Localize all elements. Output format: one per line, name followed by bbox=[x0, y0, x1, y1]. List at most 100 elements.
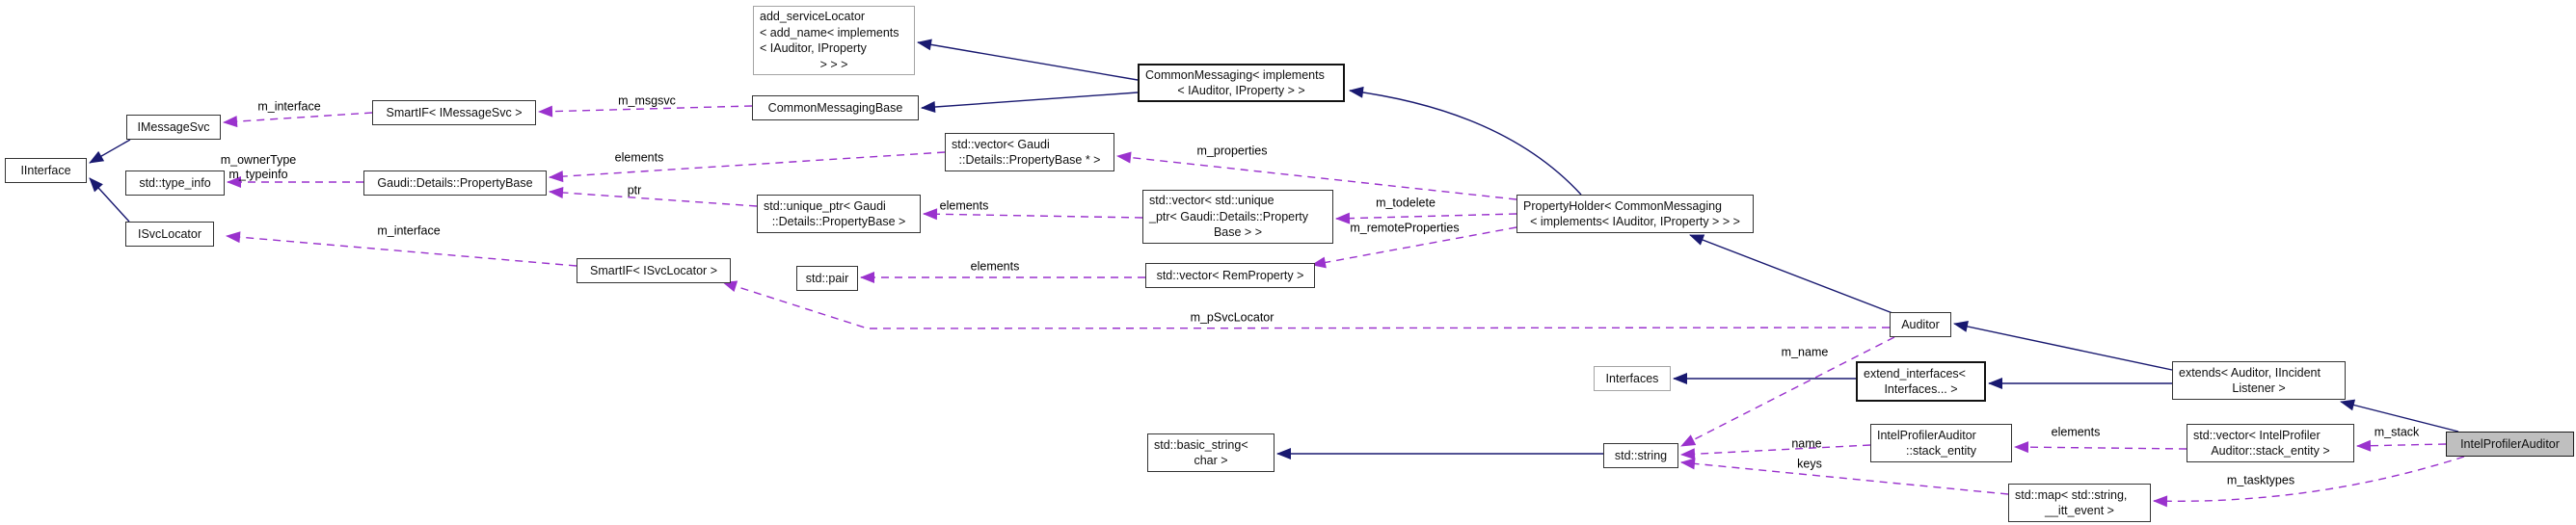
edge-label-elements-propertybase: elements bbox=[615, 151, 664, 166]
edge-usage-elements-uniqueptr bbox=[923, 208, 1143, 221]
node-std-string[interactable]: std::string bbox=[1603, 443, 1678, 468]
edge-inherit-intelprofilerauditor-to-extends bbox=[2340, 399, 2459, 433]
edge-label-line: m_msgsvc bbox=[618, 93, 676, 108]
node-label: > > > bbox=[819, 57, 848, 71]
edge-usage-m-tasktypes bbox=[2153, 456, 2465, 508]
node-isvclocator[interactable]: ISvcLocator bbox=[125, 222, 214, 247]
node-label: std::pair bbox=[805, 271, 849, 285]
node-label: ::Details::PropertyBase * > bbox=[958, 153, 1101, 167]
edge-label-line: elements bbox=[939, 198, 989, 213]
node-label: Base > > bbox=[1213, 225, 1263, 240]
edge-inherit-propertyholder-to-commonmessaging bbox=[1349, 86, 1582, 196]
node-label: SmartIF< IMessageSvc > bbox=[386, 105, 523, 119]
node-stack-entity[interactable]: IntelProfilerAuditor::stack_entity bbox=[1870, 424, 2012, 462]
edge-inherit-isvclocator-to-iinterface bbox=[89, 177, 130, 223]
edge-usage-m-msgsvc bbox=[538, 105, 753, 118]
edge-inherit-extends-to-auditor bbox=[1953, 321, 2173, 371]
node-type-info[interactable]: std::type_info bbox=[125, 171, 225, 196]
edge-label-m-psvclocator: m_pSvcLocator bbox=[1191, 311, 1275, 326]
node-imessagesvc[interactable]: IMessageSvc bbox=[126, 115, 221, 140]
node-vector-unique-ptr[interactable]: std::vector< std::unique_ptr< Gaudi::Det… bbox=[1142, 190, 1333, 244]
edge-usage-m-psvclocator bbox=[722, 280, 1891, 329]
node-extend-interfaces[interactable]: extend_interfaces<Interfaces... > bbox=[1856, 361, 1986, 402]
edge-usage-m-interface-isvclocator bbox=[226, 231, 577, 267]
node-label: IInterface bbox=[20, 163, 71, 177]
edge-label-line: keys bbox=[1797, 457, 1822, 471]
node-label: std::vector< Gaudi bbox=[952, 137, 1050, 151]
edge-label-line: elements bbox=[970, 259, 1020, 274]
node-vector-propertybase-ptr[interactable]: std::vector< Gaudi::Details::PropertyBas… bbox=[945, 133, 1114, 171]
edge-usage-m-interface-imessagesvc bbox=[223, 112, 373, 128]
node-label: Auditor bbox=[1901, 317, 1940, 331]
node-label: std::type_info bbox=[139, 175, 211, 190]
node-label: < IAuditor, IProperty bbox=[760, 41, 867, 55]
node-label: std::vector< std::unique bbox=[1149, 194, 1275, 208]
node-label: < IAuditor, IProperty > > bbox=[1177, 84, 1305, 97]
node-label: std::map< std::string, bbox=[2015, 487, 2128, 502]
edge-inherit-commonmessaging-to-addservicelocator bbox=[917, 39, 1139, 81]
node-add-servicelocator[interactable]: add_serviceLocator< add_name< implements… bbox=[753, 6, 915, 75]
node-label: ISvcLocator bbox=[137, 226, 201, 241]
node-map-itt-event[interactable]: std::map< std::string,__itt_event > bbox=[2008, 484, 2151, 522]
node-label: Interfaces bbox=[1605, 371, 1659, 385]
node-vector-remproperty[interactable]: std::vector< RemProperty > bbox=[1145, 263, 1315, 288]
node-iinterface[interactable]: IInterface bbox=[5, 158, 87, 183]
edge-label-line: m_name bbox=[1781, 345, 1829, 359]
edge-label-m-remoteproperties: m_remoteProperties bbox=[1350, 222, 1459, 236]
edge-label-elements-pair: elements bbox=[971, 260, 1020, 275]
edge-label-line: elements bbox=[2051, 425, 2101, 439]
node-label: < implements< IAuditor, IProperty > > > bbox=[1530, 215, 1740, 228]
edge-label-m-interface-top: m_interface bbox=[257, 100, 320, 115]
node-auditor[interactable]: Auditor bbox=[1890, 312, 1951, 337]
edge-usage-name bbox=[1680, 444, 1871, 460]
edge-label-m-interface-isvclocator: m_interface bbox=[377, 224, 440, 239]
node-label: Auditor::stack_entity > bbox=[2211, 444, 2330, 458]
edge-label-line: name bbox=[1791, 436, 1822, 451]
node-property-base[interactable]: Gaudi::Details::PropertyBase bbox=[363, 171, 547, 196]
node-unique-ptr-propertybase[interactable]: std::unique_ptr< Gaudi::Details::Propert… bbox=[757, 195, 921, 233]
node-std-pair[interactable]: std::pair bbox=[796, 266, 858, 291]
edge-label-line: m_tasktypes bbox=[2226, 473, 2295, 487]
edge-label-keys: keys bbox=[1797, 458, 1822, 472]
edge-label-line: elements bbox=[614, 150, 664, 165]
edge-label-line: m_stack bbox=[2374, 425, 2420, 439]
node-label: add_serviceLocator bbox=[760, 10, 866, 23]
node-label: IntelProfilerAuditor bbox=[1877, 428, 1976, 442]
edge-label-elements-stackentity: elements bbox=[2052, 426, 2101, 440]
edge-inherit-commonmessaging-to-commonmessagingbase bbox=[921, 92, 1139, 113]
node-label: ::stack_entity bbox=[1906, 444, 1976, 458]
node-label: __itt_event > bbox=[2045, 504, 2114, 517]
node-label: ::Details::PropertyBase > bbox=[771, 215, 906, 228]
edge-label-line: m_remoteProperties bbox=[1350, 221, 1460, 235]
edge-label-m-name: m_name bbox=[1782, 346, 1829, 360]
node-basic-string[interactable]: std::basic_string<char > bbox=[1147, 433, 1275, 472]
edge-usage-ptr bbox=[549, 186, 758, 207]
edge-inherit-auditor-to-propertyholder bbox=[1689, 234, 1893, 314]
node-label: PropertyHolder< CommonMessaging bbox=[1523, 198, 1722, 213]
edge-usage-keys bbox=[1680, 458, 2009, 495]
node-label: SmartIF< ISvcLocator > bbox=[590, 263, 717, 277]
node-interfaces[interactable]: Interfaces bbox=[1594, 366, 1671, 391]
node-label: IntelProfilerAuditor bbox=[2460, 436, 2560, 451]
node-property-holder[interactable]: PropertyHolder< CommonMessaging < impleme… bbox=[1516, 195, 1754, 233]
edge-label-line: m_ownerType bbox=[220, 153, 297, 167]
node-common-messaging[interactable]: CommonMessaging< implements < IAuditor, I… bbox=[1138, 64, 1345, 102]
edge-label-m-stack: m_stack bbox=[2375, 426, 2420, 440]
node-label: Gaudi::Details::PropertyBase bbox=[377, 175, 533, 190]
edge-usage-elements-propertybase bbox=[549, 151, 946, 183]
edge-label-m-properties: m_properties bbox=[1197, 144, 1268, 159]
node-label: std::basic_string< bbox=[1154, 437, 1248, 452]
node-common-messaging-base[interactable]: CommonMessagingBase bbox=[752, 95, 919, 120]
node-label: char > bbox=[1194, 454, 1228, 467]
node-label: extends< Auditor, IIncident bbox=[2179, 365, 2321, 380]
node-label: CommonMessaging< implements bbox=[1145, 67, 1325, 82]
edge-label-line: m_interface bbox=[257, 99, 321, 114]
edge-inherit-imessagesvc-to-iinterface bbox=[89, 139, 131, 164]
node-smartif-imessagesvc[interactable]: SmartIF< IMessageSvc > bbox=[372, 100, 536, 125]
edge-label-elements-uniqueptr: elements bbox=[940, 199, 989, 214]
edge-label-line: m_typeinfo bbox=[228, 168, 288, 181]
node-smartif-isvclocator[interactable]: SmartIF< ISvcLocator > bbox=[577, 258, 731, 283]
